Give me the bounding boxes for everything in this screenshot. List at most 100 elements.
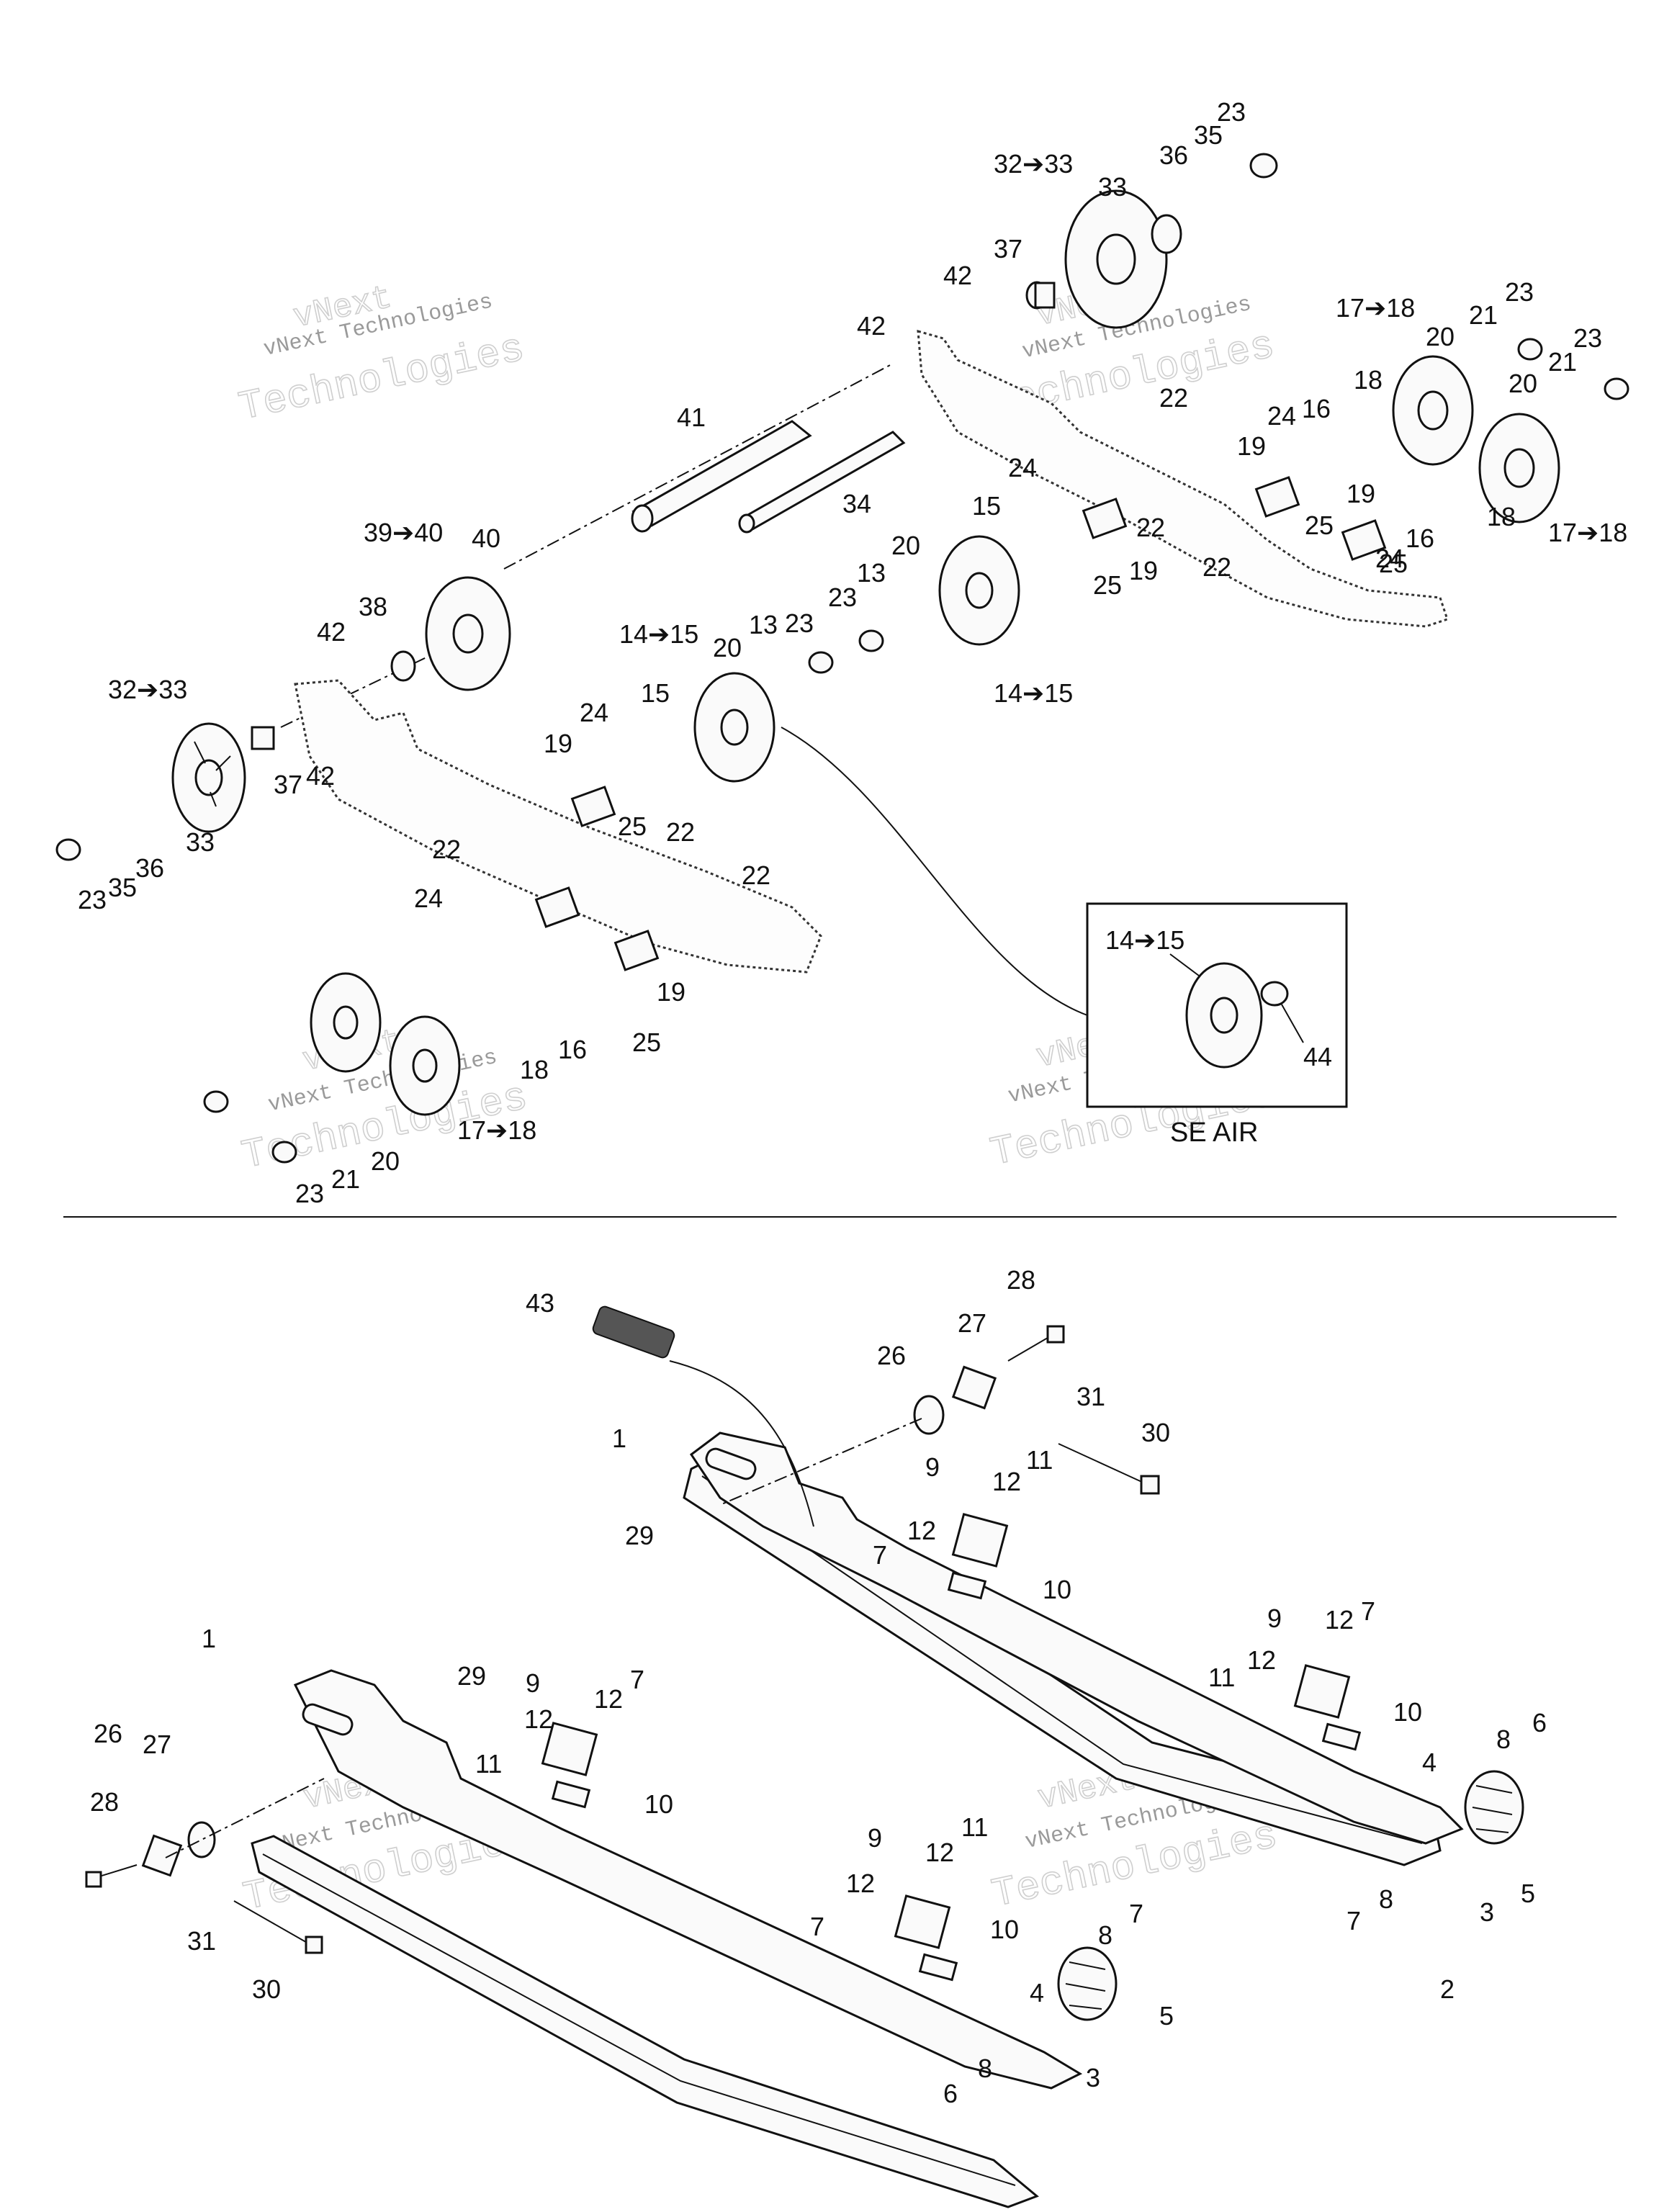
spacer-38 <box>390 650 416 682</box>
callout-29-b: 29 <box>457 1661 486 1691</box>
strip-10-b <box>1321 1722 1362 1751</box>
callout-23-g: 23 <box>295 1179 324 1208</box>
upper-right-frame-rail <box>917 329 1449 628</box>
callout-26-b: 26 <box>94 1719 122 1748</box>
callout-5-a: 5 <box>1521 1879 1535 1908</box>
callout-25-b: 25 <box>1379 549 1408 578</box>
cap-23-mid-b <box>808 651 834 674</box>
cap-23-mid-a <box>858 629 884 652</box>
callout-17-18-c: 17➔18 <box>457 1115 536 1145</box>
callout-34: 34 <box>842 489 871 518</box>
bracket-19-left-lower <box>613 930 660 971</box>
callout-19-c: 19 <box>1129 556 1158 585</box>
bolt-30-left <box>233 1900 323 1954</box>
plate-26-left <box>187 1821 216 1858</box>
cap-23-low-a <box>203 1090 229 1113</box>
idler-wheel-39-40 <box>425 576 511 691</box>
callout-19-d: 19 <box>544 729 572 758</box>
callout-20-b: 20 <box>1509 369 1537 398</box>
callout-32-33-a: 32➔33 <box>994 149 1073 179</box>
upper-left-frame-rail <box>294 679 822 974</box>
callout-12-f: 12 <box>524 1704 553 1734</box>
bracket-19-right-b <box>1341 519 1387 561</box>
idler-wheel-32-33-top <box>1064 189 1168 329</box>
plate-26-top <box>913 1395 945 1435</box>
callout-14-15-b: 14➔15 <box>619 619 698 649</box>
callout-41: 41 <box>677 403 706 432</box>
callout-12-c: 12 <box>1325 1605 1354 1635</box>
callout-6-a: 6 <box>1532 1708 1547 1737</box>
shaft-34 <box>738 431 906 534</box>
callout-28-b: 28 <box>90 1787 119 1817</box>
cap-23-left <box>55 838 81 861</box>
cap-23-top <box>1249 153 1278 179</box>
callout-38: 38 <box>359 592 387 621</box>
callout-18-b: 18 <box>1487 502 1516 531</box>
callout-12-h: 12 <box>846 1869 875 1898</box>
callout-24-a: 24 <box>1267 401 1296 431</box>
callout-16-a: 16 <box>1302 394 1331 423</box>
callout-23-c: 23 <box>1573 323 1602 353</box>
bolt-28-left <box>85 1864 138 1888</box>
callout-12-b: 12 <box>907 1516 936 1545</box>
callout-11-b: 11 <box>1208 1663 1235 1692</box>
callout-25-a: 25 <box>1305 511 1334 540</box>
spacer-37-top <box>1025 281 1056 310</box>
callout-7-b: 7 <box>1361 1596 1375 1626</box>
callout-22-f: 22 <box>742 860 770 890</box>
callout-9-a: 9 <box>925 1452 940 1482</box>
callout-9-d: 9 <box>868 1823 882 1853</box>
callout-1-b: 1 <box>202 1624 216 1653</box>
callout-23-d: 23 <box>828 583 857 612</box>
callout-3-a: 3 <box>1480 1897 1494 1927</box>
callout-21-b: 21 <box>1548 347 1577 377</box>
callouts-top: 23 35 36 32➔33 33 37 42 42 17➔18 23 21 2… <box>78 97 1627 1208</box>
callout-23-b: 23 <box>1505 277 1534 307</box>
callout-25-d: 25 <box>618 811 647 841</box>
callout-7-c: 7 <box>630 1665 644 1694</box>
block-9-d <box>894 1894 951 1949</box>
callout-8-d: 8 <box>978 2054 992 2083</box>
idler-wheel-14-15-left <box>693 672 775 783</box>
inset-callout-14-15: 14➔15 <box>1105 925 1184 955</box>
callout-7-e: 7 <box>810 1912 824 1941</box>
callout-30-b: 30 <box>252 1974 281 2004</box>
callout-20-e: 20 <box>371 1146 400 1176</box>
callout-7-d: 7 <box>1346 1906 1361 1936</box>
callout-10-b: 10 <box>1393 1697 1422 1727</box>
callout-25-c: 25 <box>1093 570 1122 600</box>
callout-35-b: 35 <box>108 873 137 902</box>
inset-leader-line <box>781 727 1088 1016</box>
callout-26-a: 26 <box>877 1341 906 1370</box>
callout-39-40: 39➔40 <box>364 518 443 547</box>
callout-43: 43 <box>526 1288 554 1318</box>
callout-16-b: 16 <box>1406 523 1434 553</box>
bracket-27-left <box>141 1834 183 1877</box>
callout-22-e: 22 <box>432 835 461 864</box>
callout-33-b: 33 <box>186 827 215 857</box>
callout-2-a: 2 <box>1440 1974 1455 2004</box>
callout-35-a: 35 <box>1194 120 1223 150</box>
callout-8-a: 8 <box>1496 1725 1511 1754</box>
callout-27-b: 27 <box>143 1730 171 1759</box>
bracket-19-right-a <box>1254 476 1300 518</box>
bracket-left-mid <box>534 886 580 928</box>
callout-21-a: 21 <box>1469 300 1498 330</box>
callout-9-b: 9 <box>1267 1604 1282 1633</box>
decal-43 <box>592 1305 675 1359</box>
bracket-right-mid <box>1082 498 1128 539</box>
callout-18-c: 18 <box>520 1055 549 1084</box>
callout-14-15-a: 14➔15 <box>994 678 1073 708</box>
callout-12-g: 12 <box>925 1838 954 1867</box>
callout-18-a: 18 <box>1354 365 1382 395</box>
callout-20-a: 20 <box>1426 322 1455 351</box>
callout-22-d: 22 <box>666 817 695 847</box>
callout-8-b: 8 <box>1379 1884 1393 1914</box>
callout-17-18-b: 17➔18 <box>1548 518 1627 547</box>
callout-22-b: 22 <box>1136 513 1165 542</box>
slide-rail-left <box>251 1835 1039 2208</box>
callout-7-a: 7 <box>873 1540 887 1570</box>
callout-7-f: 7 <box>1129 1899 1143 1928</box>
lower-idler-wheel-b <box>389 1015 461 1116</box>
callout-23-f: 23 <box>78 885 107 914</box>
